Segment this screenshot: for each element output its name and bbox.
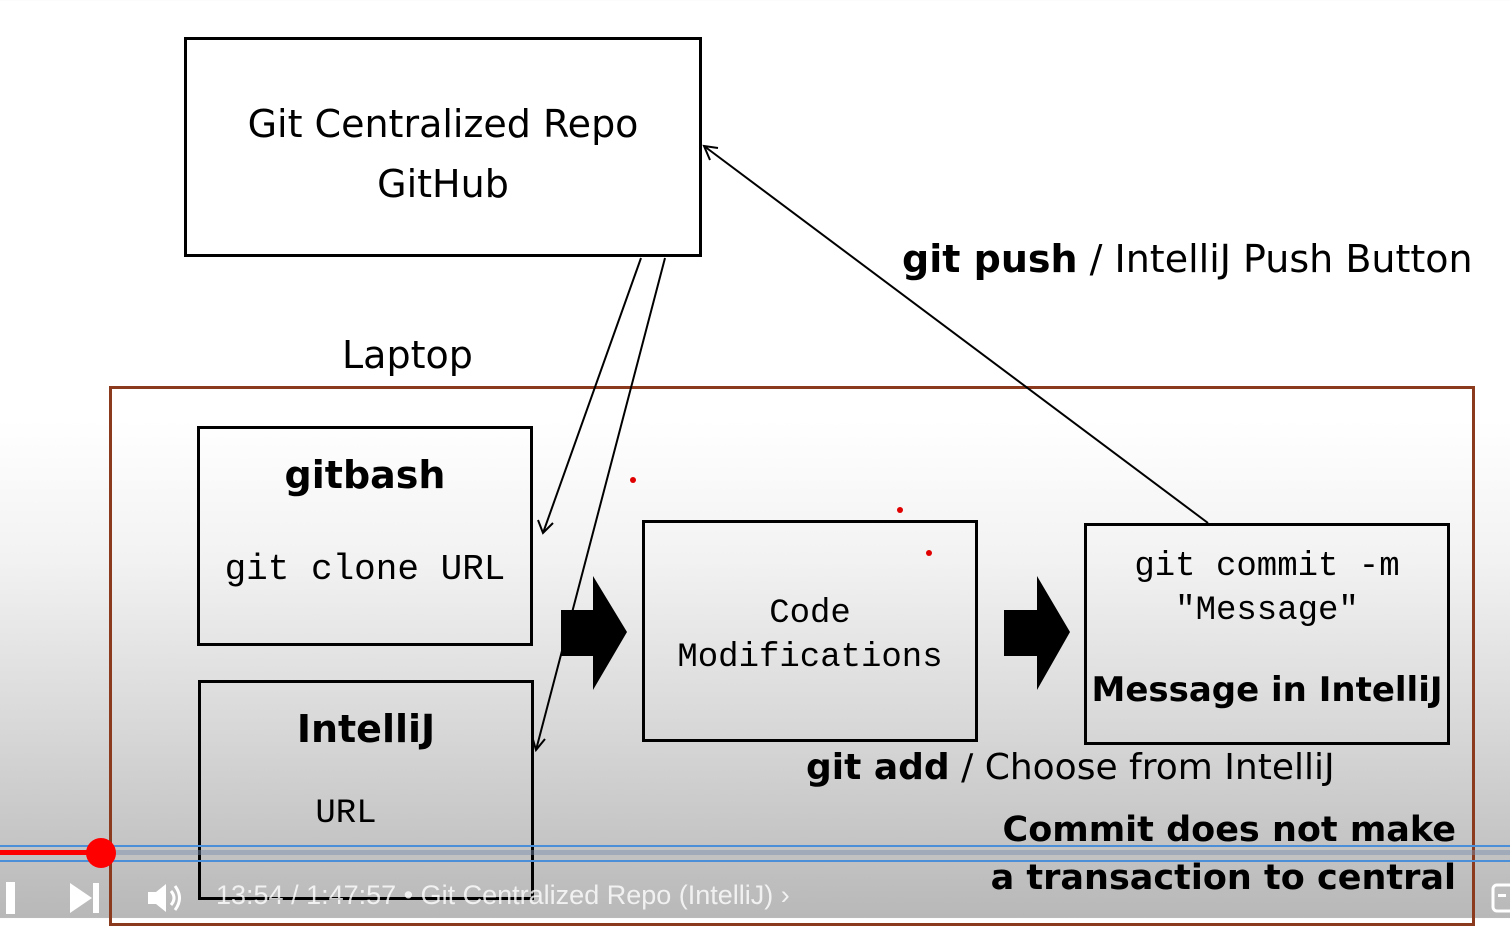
- progress-scrubber[interactable]: [86, 838, 116, 868]
- next-button[interactable]: [66, 880, 106, 916]
- git-add-alt: / Choose from IntelliJ: [949, 747, 1335, 788]
- git-push-alt: / IntelliJ Push Button: [1077, 237, 1473, 281]
- intellij-box: IntelliJ URL: [198, 680, 534, 900]
- chevron-right-icon[interactable]: ›: [780, 880, 790, 910]
- push-arrow: [703, 145, 1209, 524]
- central-repo-box: Git Centralized Repo GitHub: [184, 37, 702, 257]
- gitbash-command: git clone URL: [224, 549, 506, 590]
- red-dot: [897, 507, 903, 513]
- clone-arrowhead-gitbash: [537, 519, 554, 535]
- commit-note-line2: a transaction to central: [990, 858, 1456, 898]
- volume-icon: [148, 884, 181, 912]
- next-icon: [70, 883, 99, 913]
- gitbash-box: gitbash git clone URL: [197, 426, 533, 646]
- laptop-label: Laptop: [342, 333, 473, 377]
- central-repo-line2: GitHub: [377, 162, 509, 206]
- commit-note-line1: Commit does not make: [1002, 810, 1456, 850]
- clone-arrowhead-intellij: [531, 735, 546, 753]
- git-add-label: git add / Choose from IntelliJ: [806, 747, 1335, 788]
- commit-line2: "Message": [1175, 592, 1359, 630]
- intellij-command: URL: [315, 795, 377, 833]
- red-dot: [926, 550, 932, 556]
- push-arrowhead: [702, 144, 719, 161]
- commit-box: git commit -m "Message" Message in Intel…: [1084, 523, 1450, 745]
- guide-line-top: [0, 845, 1510, 847]
- git-push-command: git push: [902, 237, 1078, 281]
- time-display: 13:54 / 1:47:57: [216, 880, 397, 910]
- central-repo-line1: Git Centralized Repo: [247, 102, 639, 146]
- volume-button[interactable]: [146, 880, 186, 916]
- intellij-title: IntelliJ: [296, 707, 436, 751]
- git-add-command: git add: [806, 747, 950, 788]
- guide-line-bottom: [0, 860, 1510, 862]
- red-dot: [630, 477, 636, 483]
- clone-arrow-intellij: [535, 257, 666, 751]
- progress-fill: [0, 850, 101, 855]
- pause-icon: [6, 882, 15, 914]
- gitbash-title: gitbash: [284, 453, 446, 497]
- commit-note: Commit does not make a transaction to ce…: [991, 806, 1456, 902]
- flow-arrow-2: [1004, 576, 1070, 690]
- chapter-title[interactable]: Git Centralized Repo (IntelliJ): [420, 880, 774, 910]
- git-push-label: git push / IntelliJ Push Button: [902, 237, 1473, 281]
- progress-track[interactable]: [0, 850, 1510, 855]
- code-modifications-box: Code Modifications: [642, 520, 978, 742]
- time-separator: •: [403, 880, 414, 910]
- clone-arrow-gitbash: [542, 257, 642, 534]
- captions-button[interactable]: [1490, 882, 1510, 914]
- commit-line1: git commit -m: [1134, 548, 1400, 586]
- captions-icon: [1491, 883, 1510, 913]
- pause-button[interactable]: [0, 880, 30, 916]
- code-line1: Code: [769, 595, 851, 633]
- commit-line3: Message in IntelliJ: [1091, 670, 1443, 710]
- flow-arrow-1: [561, 576, 627, 690]
- time-and-chapter[interactable]: 13:54 / 1:47:57 • Git Centralized Repo (…: [216, 880, 790, 911]
- code-line2: Modifications: [677, 639, 943, 677]
